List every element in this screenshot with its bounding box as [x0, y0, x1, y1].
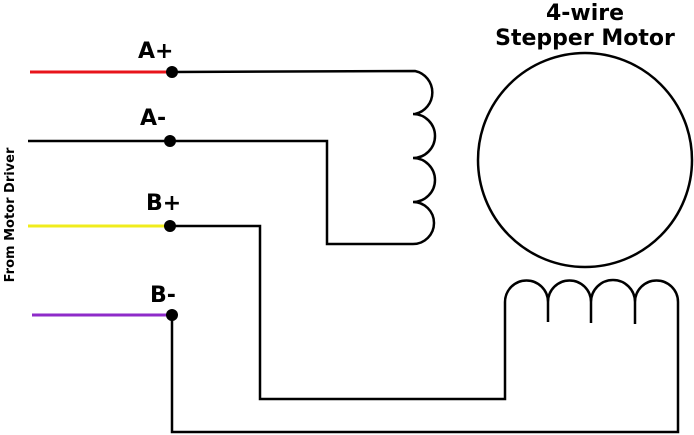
motor-rotor [476, 51, 694, 269]
coil-b [170, 224, 680, 434]
label-a-minus: A- [140, 106, 166, 131]
coil-a [170, 69, 437, 246]
label-b-minus: B- [150, 283, 176, 308]
terminal-a-plus [166, 66, 178, 78]
title-line-2: Stepper Motor [495, 26, 675, 51]
title-line-1: 4-wire [546, 1, 624, 26]
terminal-b-plus [164, 220, 176, 232]
terminal-a-minus [164, 135, 176, 147]
terminal-b-minus [166, 309, 178, 321]
side-label: From Motor Driver [3, 147, 18, 282]
label-a-plus: A+ [138, 39, 173, 64]
label-b-plus: B+ [146, 191, 181, 216]
